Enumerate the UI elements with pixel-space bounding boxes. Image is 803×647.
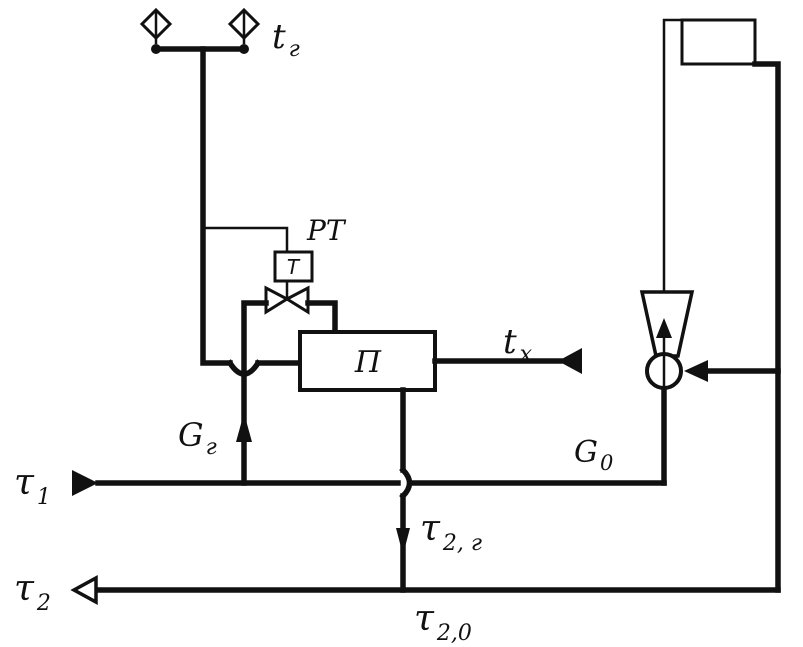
gg-flow-arrow-icon [236,413,252,442]
tap-left-icon [139,7,173,41]
supply-inlet-arrow-icon [72,470,98,496]
tap-right-icon [227,7,261,41]
elevator-mixer-icon [639,290,695,390]
impulse-line [203,226,289,252]
hot-water-riser [200,46,233,366]
hot-water-taps [139,7,261,54]
control-valve-icon [264,285,310,315]
rt-label: РТ [306,214,347,247]
return-flow-arrow-icon [396,528,410,555]
cold-water-arrow-icon [558,348,582,374]
temperature-regulator: T [264,250,314,315]
gg-label: Gг [178,416,217,460]
heater-label: П [354,345,382,380]
g0-label: G0 [574,435,613,475]
bypass-arrow-icon [684,360,708,382]
heating-system-icon [680,18,781,593]
regulator-box-label: T [287,255,301,279]
system-pipe [662,18,682,353]
return-outlet-arrow-icon [70,575,98,605]
heating-branch [241,300,269,486]
